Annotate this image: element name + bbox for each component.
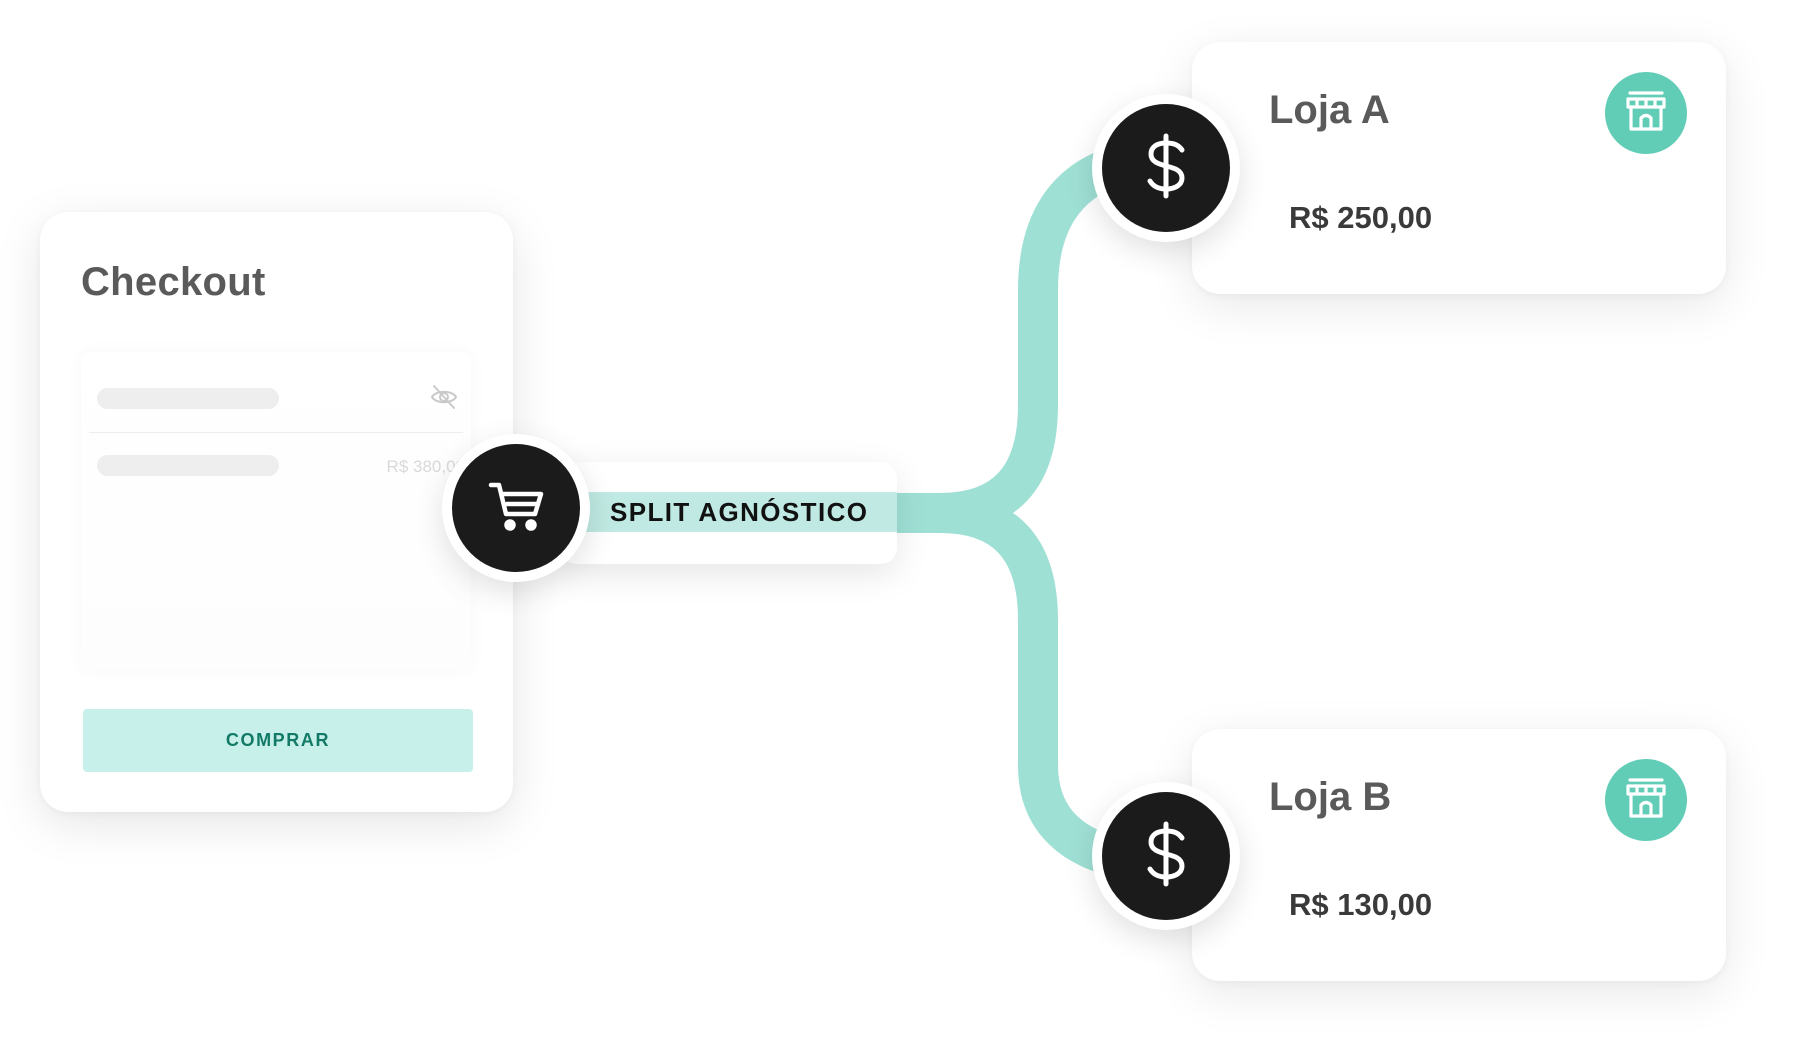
field-placeholder-bar [97, 455, 279, 476]
cart-node [442, 434, 590, 582]
dollar-node-a [1092, 94, 1240, 242]
dollar-node-b [1092, 782, 1240, 930]
cart-node-disc [452, 444, 580, 572]
field-placeholder-bar [97, 388, 279, 409]
dollar-sign-icon [1142, 132, 1190, 205]
buy-button[interactable]: COMPRAR [83, 709, 473, 772]
dollar-sign-icon [1142, 820, 1190, 893]
split-band: SPLIT AGNÓSTICO [580, 492, 897, 532]
storefront-icon [1623, 775, 1669, 826]
split-label: SPLIT AGNÓSTICO [610, 496, 869, 527]
store-name: Loja A [1269, 88, 1390, 132]
storefront-icon [1623, 88, 1669, 139]
eye-off-icon[interactable] [429, 382, 459, 412]
shopping-cart-icon [487, 477, 545, 540]
field-divider [89, 432, 463, 433]
checkout-form: R$ 380,00 [81, 352, 471, 670]
store-amount: R$ 250,00 [1289, 200, 1433, 235]
dollar-node-disc [1102, 792, 1230, 920]
store-name: Loja B [1269, 775, 1392, 819]
connector-branch-b [920, 493, 1138, 878]
store-badge [1605, 72, 1687, 154]
split-label-pill: SPLIT AGNÓSTICO [560, 462, 897, 564]
connector-branch-a [920, 145, 1138, 533]
checkout-card: Checkout R$ 380,00 COMPRAR [40, 212, 513, 812]
store-amount: R$ 130,00 [1289, 887, 1433, 922]
store-card-a: Loja A R$ 250,00 [1192, 42, 1726, 294]
store-badge [1605, 759, 1687, 841]
checkout-title: Checkout [81, 260, 266, 304]
dollar-node-disc [1102, 104, 1230, 232]
store-card-b: Loja B R$ 130,00 [1192, 729, 1726, 981]
checkout-amount: R$ 380,00 [386, 457, 465, 476]
